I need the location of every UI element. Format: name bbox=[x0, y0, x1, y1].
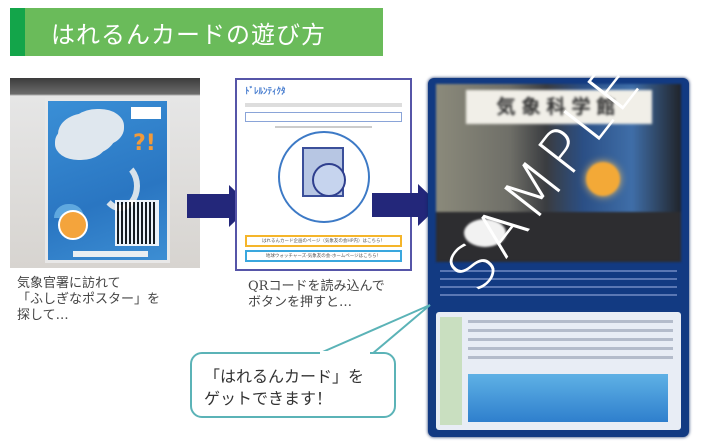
step-1-caption: 気象官署に訪れて 「ふしぎなポスター」を 探して… bbox=[17, 276, 161, 323]
card-photo: 気象科学館 bbox=[436, 84, 681, 262]
poster-photo: ?! bbox=[10, 78, 200, 268]
callout-bubble: 「はれるんカード」を ゲットできます！ bbox=[190, 352, 396, 418]
card-sign: 気象科学館 bbox=[466, 90, 652, 124]
site-logo: ﾄﾞﾚﾙﾝﾃｨｸﾀ bbox=[245, 87, 286, 97]
card-info-panel bbox=[436, 312, 681, 430]
sky-image bbox=[468, 374, 668, 422]
title-banner: はれるんカードの遊び方 bbox=[10, 8, 383, 56]
card-page-link-button[interactable]: はれるんカード企画のページ（気象友の会HP内）はこちら！ bbox=[245, 235, 402, 247]
mascot-icon bbox=[311, 163, 346, 197]
card-side-label bbox=[440, 317, 462, 425]
title-accent-bar bbox=[10, 8, 25, 56]
page-title: はれるんカードの遊び方 bbox=[51, 20, 326, 49]
site-card-illustration bbox=[277, 131, 370, 223]
mascot-icon bbox=[58, 210, 88, 240]
website-screenshot: ﾄﾞﾚﾙﾝﾃｨｸﾀ はれるんカード企画のページ（気象友の会HP内）はこちら！ 地… bbox=[235, 78, 412, 271]
cloud-illustration bbox=[58, 113, 116, 155]
speech-bubble-icon bbox=[464, 219, 506, 247]
question-mark-icon: ?! bbox=[133, 131, 156, 156]
callout-text: 「はれるんカード」を ゲットできます！ bbox=[204, 367, 365, 408]
site-text-line bbox=[275, 126, 372, 128]
homepage-link-button[interactable]: 地球ウォッチャーズ-気象友の会-ホームページはこちら！ bbox=[245, 250, 402, 262]
poster-logo bbox=[131, 107, 161, 119]
hareru-card: 気象科学館 bbox=[428, 78, 689, 437]
poster-footer bbox=[73, 251, 148, 257]
qr-code-icon bbox=[115, 200, 159, 246]
mysterious-poster: ?! bbox=[45, 98, 170, 263]
sun-mascot-icon bbox=[586, 162, 620, 196]
site-notice-box bbox=[245, 112, 402, 122]
card-description bbox=[436, 264, 681, 310]
site-breadcrumb bbox=[245, 103, 402, 107]
step-2-caption: QRコードを読み込んで ボタンを押すと… bbox=[248, 279, 385, 310]
